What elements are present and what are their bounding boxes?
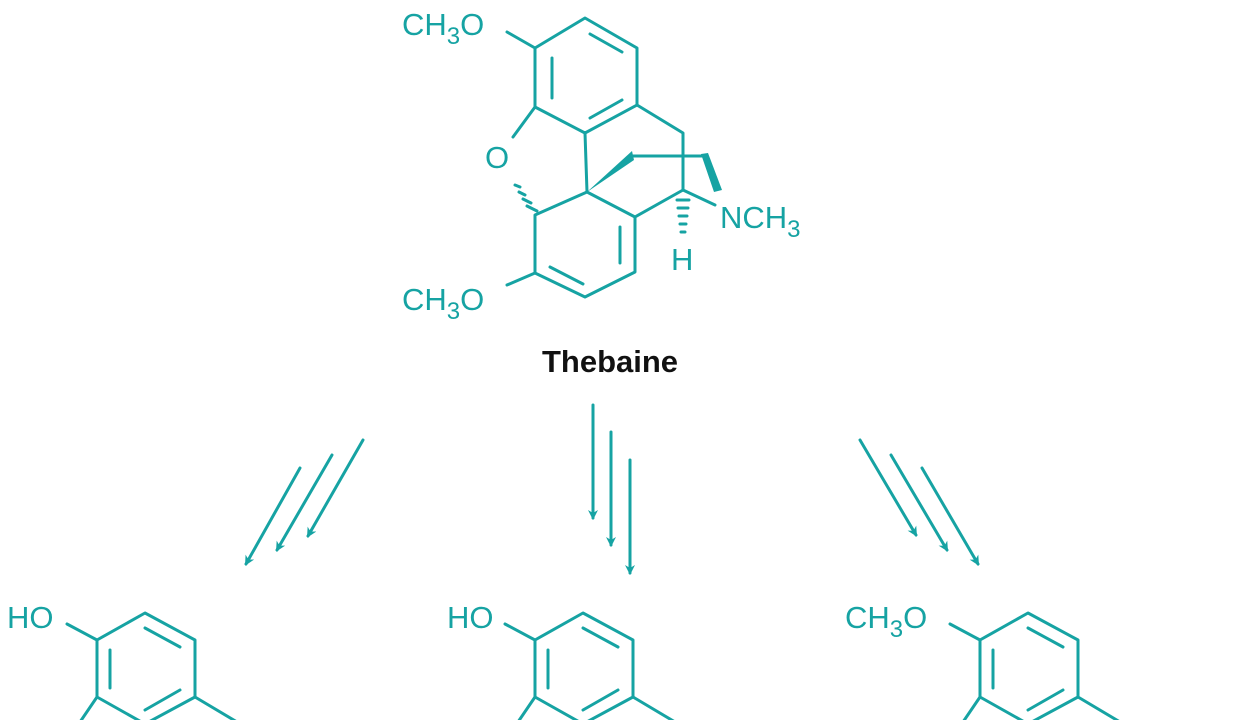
product-right: CH3O — [845, 600, 1120, 720]
n-methyl-label: NCH3 — [720, 200, 801, 243]
bottom-methoxy-label: CH3O — [402, 282, 484, 325]
arrows-middle — [588, 403, 635, 575]
arrows-left — [244, 438, 365, 566]
thebaine-structure: CH3O O NCH3 H CH3O — [402, 7, 801, 325]
molecule-title: Thebaine — [542, 344, 678, 379]
product-middle: HO — [447, 600, 675, 720]
arrows-right — [858, 438, 980, 566]
product-right-substituent: CH3O — [845, 600, 927, 643]
product-left: HO — [7, 600, 237, 720]
bridge-oxygen-label: O — [485, 140, 509, 175]
product-left-substituent: HO — [7, 600, 54, 635]
product-middle-substituent: HO — [447, 600, 494, 635]
top-methoxy-label: CH3O — [402, 7, 484, 50]
hydrogen-label: H — [671, 242, 693, 277]
